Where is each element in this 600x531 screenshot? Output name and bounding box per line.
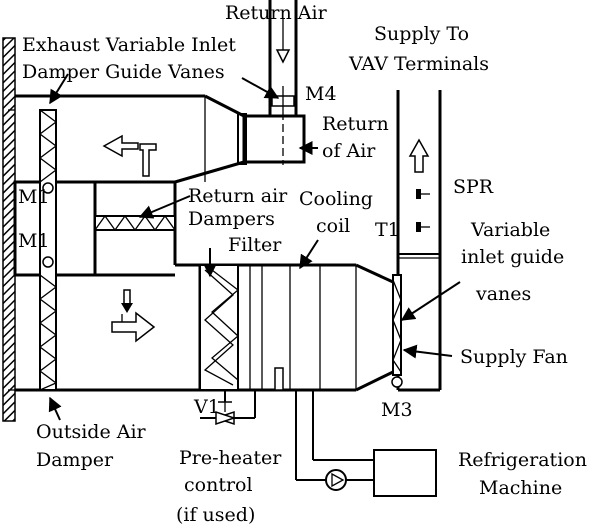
spr-label: SPR [453,176,494,198]
cooling-label: Cooling [299,188,373,210]
return-air-label: Return Air [225,2,328,24]
m1-bottom-actuator [42,256,54,268]
return-air-connector [173,113,306,265]
control-label: control [184,474,253,496]
return-air-duct [268,0,298,165]
return-air-dampers-label-1: Return air [188,185,288,207]
if-used-label: (if used) [176,504,255,526]
vanes-label: vanes [475,283,531,305]
damper-label: Damper [36,449,114,471]
return-air-dampers-label-2: Dampers [188,208,275,230]
machine-label: Machine [479,477,562,499]
outside-flow-arrow [111,289,156,343]
refrigeration-label: Refrigeration [458,449,587,471]
t1-sensor [416,222,430,232]
exhaust-variable-inlet-label: Exhaust Variable Inlet [22,34,236,56]
ahu-body [198,263,394,392]
supply-fan-label: Supply Fan [460,346,568,368]
m3-actuator [391,376,403,388]
filter-element [199,264,239,391]
exhaust-flow-arrow [102,134,157,177]
supply-to-label: Supply To [374,23,469,45]
m3-label: M3 [381,399,413,421]
inlet-guide-label: inlet guide [461,246,564,268]
supply-duct [396,90,442,392]
refrigeration-machine [373,449,437,497]
m1-top-label: M1 [18,186,50,208]
pre-heater-label: Pre-heater [179,447,282,469]
variable-label: Variable [470,219,550,241]
v1-label: V1 [193,396,220,418]
return-label: Return [322,113,389,135]
coil-label: coil [316,215,350,237]
outside-air-label: Outside Air [36,421,147,443]
return-air-dampers [94,214,176,232]
filter-label: Filter [228,234,282,256]
building-wall [2,37,16,422]
spr-sensor [416,189,430,199]
m4-label: M4 [305,83,337,105]
vav-terminals-label: VAV Terminals [348,53,489,75]
t1-label: T1 [375,219,400,241]
m1-top-actuator [42,182,54,194]
leader-lines [48,73,461,421]
v1-valve [200,390,256,426]
m1-bottom-label: M1 [18,230,50,252]
of-air-label: of Air [322,140,376,162]
damper-guide-vanes-label: Damper Guide Vanes [22,61,225,83]
supply-fan [391,274,403,388]
chilled-water-loop [295,390,374,491]
